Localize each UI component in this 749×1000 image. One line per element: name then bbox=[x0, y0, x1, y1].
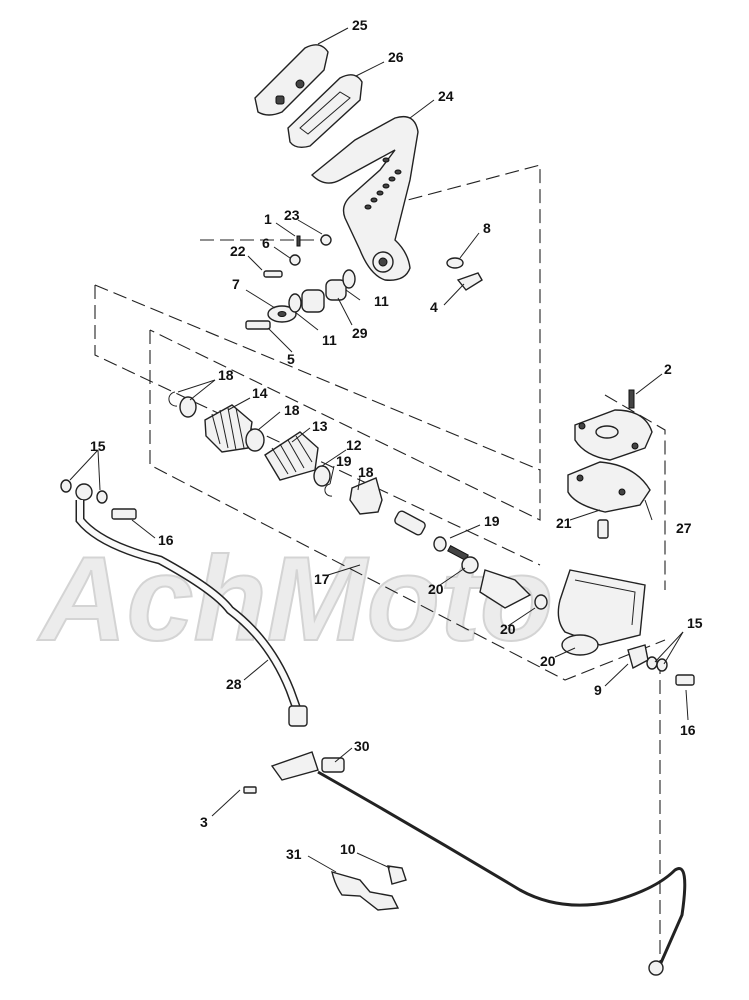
callout-7: 7 bbox=[232, 276, 240, 292]
callout-2: 2 bbox=[664, 361, 672, 377]
callout-20-b: 20 bbox=[500, 621, 516, 637]
master-cylinder-internals bbox=[168, 391, 548, 610]
callout-3: 3 bbox=[200, 814, 208, 830]
callout-11-upper: 11 bbox=[374, 293, 389, 309]
callout-19-a: 19 bbox=[336, 453, 352, 469]
brake-pedal-24 bbox=[310, 115, 419, 281]
callout-23: 23 bbox=[284, 207, 300, 223]
callout-26: 26 bbox=[388, 49, 404, 65]
callout-17: 17 bbox=[314, 571, 330, 587]
callout-18-b: 18 bbox=[284, 402, 300, 418]
callout-8: 8 bbox=[483, 220, 491, 236]
callout-15-left: 15 bbox=[90, 438, 106, 454]
callout-31: 31 bbox=[286, 846, 302, 862]
watermark-text: AchMoto bbox=[37, 532, 553, 666]
callout-21: 21 bbox=[556, 515, 572, 531]
callout-1: 1 bbox=[264, 211, 272, 227]
callout-15-right: 15 bbox=[687, 615, 703, 631]
callout-6: 6 bbox=[262, 235, 270, 251]
callout-10: 10 bbox=[340, 841, 356, 857]
callout-9: 9 bbox=[594, 682, 602, 698]
master-cylinder-body bbox=[557, 569, 695, 686]
callout-28: 28 bbox=[226, 676, 242, 692]
callout-22: 22 bbox=[230, 243, 246, 259]
callout-5: 5 bbox=[287, 351, 295, 367]
pivot-hardware bbox=[245, 234, 483, 330]
pedal-pad-25 bbox=[254, 44, 329, 116]
callout-20-c: 20 bbox=[540, 653, 556, 669]
callout-14: 14 bbox=[252, 385, 268, 401]
callout-20-a: 20 bbox=[428, 581, 444, 597]
callout-29: 29 bbox=[352, 325, 368, 341]
pedal-pad-26 bbox=[287, 74, 363, 149]
callout-11-lower: 11 bbox=[322, 332, 337, 348]
callout-labels: 25 26 24 1 23 22 6 8 7 11 11 29 4 5 2 18… bbox=[90, 17, 703, 862]
callout-25: 25 bbox=[352, 17, 368, 33]
leader-lines bbox=[69, 27, 689, 873]
callout-30: 30 bbox=[354, 738, 370, 754]
callout-16-left: 16 bbox=[158, 532, 174, 548]
assembly-guide-lines bbox=[94, 164, 666, 965]
brake-hose-28 bbox=[75, 500, 687, 976]
callout-16-right: 16 bbox=[680, 722, 696, 738]
callout-4: 4 bbox=[430, 299, 438, 315]
bracket-31 bbox=[331, 865, 407, 911]
callout-18-a: 18 bbox=[218, 367, 234, 383]
callout-24: 24 bbox=[438, 88, 454, 104]
callout-12: 12 bbox=[346, 437, 362, 453]
callout-18-c: 18 bbox=[358, 464, 374, 480]
reservoir-cover bbox=[567, 389, 653, 539]
left-fittings bbox=[60, 479, 137, 520]
callout-13: 13 bbox=[312, 418, 328, 434]
callout-27: 27 bbox=[676, 520, 692, 536]
callout-19-b: 19 bbox=[484, 513, 500, 529]
